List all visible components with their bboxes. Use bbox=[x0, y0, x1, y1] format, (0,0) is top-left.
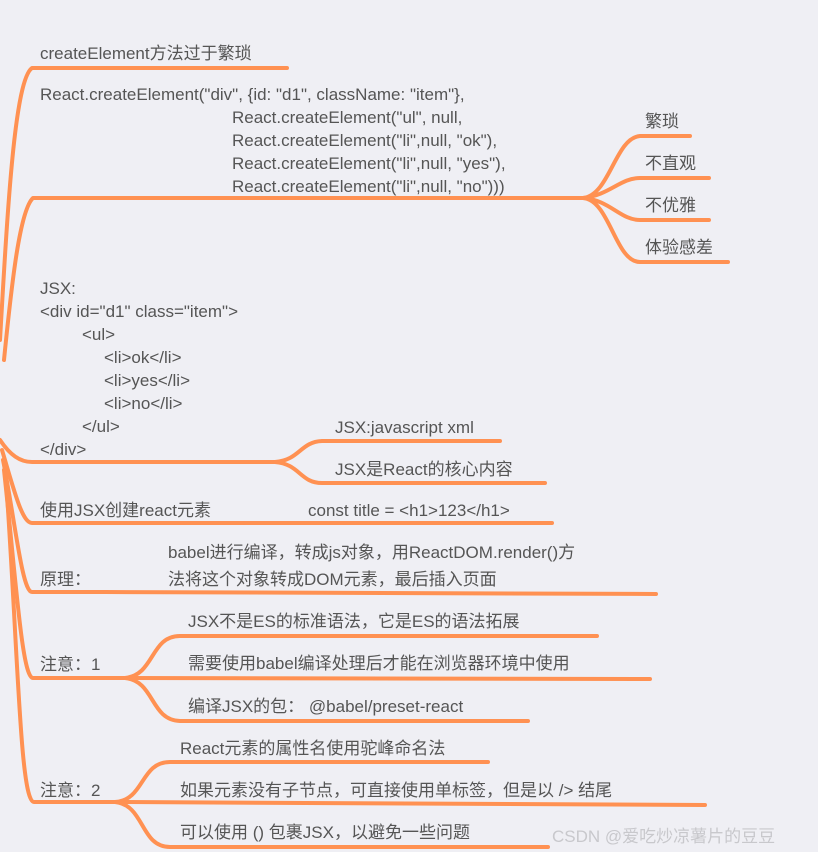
node-code-line-2: React.createElement("ul", null, bbox=[232, 108, 463, 127]
branch-line-jsx-code bbox=[0, 438, 277, 464]
node-jsx-line-5: <li>yes</li> bbox=[104, 371, 190, 390]
node-code-line-5: React.createElement("li",null, "no"))) bbox=[232, 177, 505, 196]
node-principle-line-2: 法将这个对象转成DOM元素，最后插入页面 bbox=[168, 570, 497, 589]
node-note2-item-3: 可以使用 () 包裹JSX，以避免一些问题 bbox=[180, 823, 470, 842]
node-note1-item-3: 编译JSX的包： @babel/preset-react bbox=[188, 697, 464, 716]
branch-line-note2 bbox=[4, 478, 117, 804]
node-note-1: 注意：1 bbox=[40, 655, 101, 674]
node-note1-item-2: 需要使用babel编译处理后才能在浏览器环境中使用 bbox=[188, 654, 570, 673]
node-jsx-line-2: <div id="d1" class="item"> bbox=[40, 302, 239, 321]
node-note-2: 注意：2 bbox=[40, 781, 101, 800]
node-jsx-line-4: <li>ok</li> bbox=[104, 348, 182, 367]
branch-line-create-jsx bbox=[0, 448, 247, 525]
node-jsx-line-1: JSX: bbox=[40, 279, 76, 298]
node-not-intuitive: 不直观 bbox=[645, 154, 696, 173]
watermark: CSDN @爱吃炒凉薯片的豆豆 bbox=[552, 827, 776, 846]
node-jsx-line-3: <ul> bbox=[82, 325, 116, 344]
node-note2-item-1: React元素的属性名使用驼峰命名法 bbox=[180, 739, 446, 758]
node-jsx-line-8: </div> bbox=[40, 440, 87, 459]
node-jsx-line-7: </ul> bbox=[82, 417, 120, 436]
node-principle-line-1: babel进行编译，转成js对象，用ReactDOM.render()方 bbox=[168, 543, 576, 562]
node-code-line-4: React.createElement("li",null, "yes"), bbox=[232, 154, 506, 173]
node-createelement-verbose: createElement方法过于繁琐 bbox=[40, 44, 252, 63]
node-note2-item-2: 如果元素没有子节点，可直接使用单标签，但是以 /> 结尾 bbox=[180, 781, 613, 800]
node-code-line-1: React.createElement("div", {id: "d1", cl… bbox=[40, 85, 465, 104]
node-tedious: 繁琐 bbox=[645, 112, 679, 131]
node-create-with-jsx: 使用JSX创建react元素 bbox=[40, 501, 211, 520]
node-note1-item-1: JSX不是ES的标准语法，它是ES的语法拓展 bbox=[188, 612, 520, 631]
node-not-elegant: 不优雅 bbox=[645, 196, 696, 215]
branch-line-react-code bbox=[2, 196, 585, 362]
branch-line-createelement bbox=[0, 66, 289, 342]
node-poor-experience: 体验感差 bbox=[645, 238, 713, 257]
node-const-title: const title = <h1>123</h1> bbox=[308, 501, 510, 520]
node-jsx-definition: JSX:javascript xml bbox=[335, 418, 474, 437]
node-principle: 原理： bbox=[40, 570, 91, 589]
node-code-line-3: React.createElement("li",null, "ok"), bbox=[232, 131, 498, 150]
node-jsx-core: JSX是React的核心内容 bbox=[335, 460, 513, 479]
node-jsx-line-6: <li>no</li> bbox=[104, 394, 183, 413]
